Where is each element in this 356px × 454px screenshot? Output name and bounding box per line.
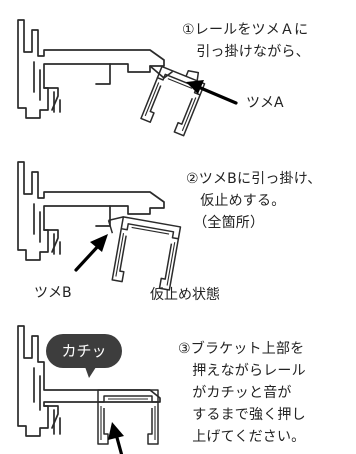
step-2-panel: ②ツメBに引っ掛け、 仮止めする。 （全箇所） ツメB 仮止め状態 — [0, 150, 356, 310]
step-3-line-5: 上げてください。 — [178, 429, 306, 445]
step-3-line-3: がカチッと音が — [178, 385, 292, 401]
step-1-line-1: ①レールをツメＡに — [182, 22, 309, 38]
bracket-icon — [17, 325, 161, 437]
step-3-line-2: 押えながらレール — [178, 363, 306, 379]
step-2-line-1: ②ツメBに引っ掛け、 — [186, 171, 322, 187]
step-1-illustration — [17, 19, 238, 137]
click-sound-bubble: カチッ — [46, 334, 122, 368]
step-2-line-3: （全箇所） — [186, 215, 265, 231]
bracket-icon — [17, 19, 173, 119]
step-3-panel: カチッ ③ブラケット上部を 押えながらレール がカチッと音が するまで強く押し … — [0, 310, 356, 454]
arrow-to-claw-a — [186, 80, 238, 105]
step-1-line-2: 引っ掛けながら、 — [182, 44, 310, 60]
push-up-arrow — [108, 422, 124, 454]
bubble-tail — [84, 364, 98, 378]
rail-icon — [140, 65, 206, 137]
bracket-icon — [17, 161, 165, 261]
step-1-panel: ①レールをツメＡに 引っ掛けながら、 ツメA — [0, 0, 356, 150]
step-3-line-4: するまで強く押し — [178, 407, 306, 423]
arrow-to-claw-b — [74, 234, 108, 272]
step-2-illustration — [17, 161, 182, 291]
step-2-line-2: 仮止めする。 — [186, 193, 286, 209]
step-3-illustration — [17, 325, 161, 454]
rail-icon — [107, 216, 182, 291]
rail-icon — [97, 389, 159, 445]
claw-a-label: ツメA — [246, 95, 284, 111]
temporary-fix-label: 仮止め状態 — [150, 287, 220, 303]
claw-b-label: ツメB — [34, 285, 72, 301]
step-3-line-1: ③ブラケット上部を — [178, 341, 305, 357]
